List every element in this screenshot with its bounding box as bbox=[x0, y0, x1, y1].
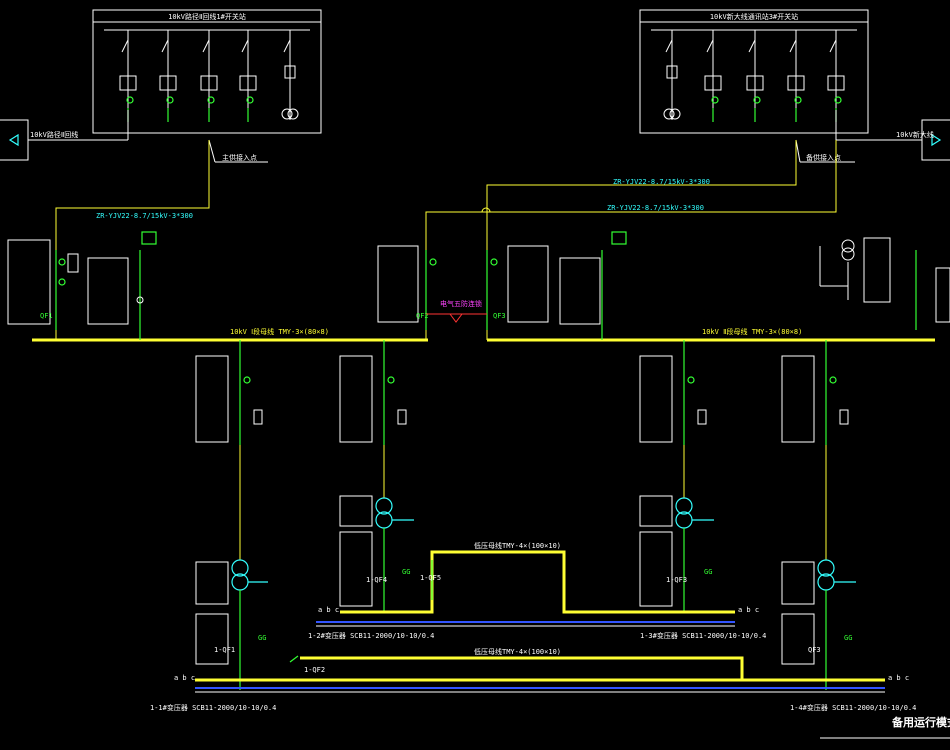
lv-bus-lower: 1-QF2 低压母线TMY-4×(100×10) a b c a b c bbox=[174, 647, 909, 693]
cable-left-label: ZR-YJV22-8.7/15kV-3*300 bbox=[96, 212, 193, 220]
incoming-left-label: 10kV路径Ⅱ回线 bbox=[30, 130, 78, 139]
gc-tag-1: GG bbox=[258, 634, 266, 642]
bus-2-label: 10kV Ⅱ段母线 TMY-3×(80×8) bbox=[702, 327, 802, 336]
incoming-cabinet-left: QF1 bbox=[7, 239, 79, 330]
qf8-tag: 1-QF2 bbox=[304, 666, 325, 674]
access-main: 主供接入点 bbox=[208, 139, 268, 163]
svg-text:a b c: a b c bbox=[738, 606, 759, 614]
transformer-4-label: 1-4#变压器 SCB11-2000/10-10/0.4 bbox=[790, 703, 916, 712]
switchgear-left-feeders bbox=[119, 30, 299, 122]
qf4-tag: 1-QF4 bbox=[366, 576, 387, 584]
qf2-tag: QF2 bbox=[416, 312, 429, 320]
cable-left: ZR-YJV22-8.7/15kV-3*300 bbox=[55, 140, 210, 340]
feeder-1: 1-QF1 GG bbox=[195, 340, 268, 690]
interlock-label: 电气五防连锁 bbox=[440, 299, 482, 308]
cable-right-lower-label: ZR-YJV22-8.7/15kV-3*300 bbox=[607, 204, 704, 212]
switchgear-right-feeders bbox=[663, 30, 845, 122]
incoming-left: 10kV路径Ⅱ回线 bbox=[0, 110, 129, 161]
lv-bus-upper: 1-QF5 低压母线TMY-4×(100×10) a b c a b c bbox=[316, 541, 759, 627]
qf3-tag: QF3 bbox=[493, 312, 506, 320]
incoming-right-label: 10kV新大线 bbox=[896, 130, 934, 139]
switchgear-left-title: 10kV路径Ⅱ回线1#开关站 bbox=[168, 12, 246, 21]
access-backup-label: 备供接入点 bbox=[806, 153, 841, 162]
qf1-tag: QF1 bbox=[40, 312, 53, 320]
switchgear-right-frame: 10kV新大线通讯站3#开关站 bbox=[639, 9, 869, 134]
pt-cabinet-left bbox=[87, 231, 157, 340]
cable-right-top: ZR-YJV22-8.7/15kV-3*300 bbox=[486, 140, 797, 340]
incoming-right: 10kV新大线 bbox=[835, 110, 950, 161]
transformer-1-label: 1-1#变压器 SCB11-2000/10-10/0.4 bbox=[150, 703, 276, 712]
svg-text:a b c: a b c bbox=[174, 674, 195, 682]
svg-text:a b c: a b c bbox=[888, 674, 909, 682]
gc-tag-3: GG bbox=[704, 568, 712, 576]
pt-cabinet-right bbox=[559, 231, 627, 340]
svg-text:a b c: a b c bbox=[318, 606, 339, 614]
cable-right-top-label: ZR-YJV22-8.7/15kV-3*300 bbox=[613, 178, 710, 186]
gc-tag-2: GG bbox=[402, 568, 410, 576]
bus-1-label: 10kV Ⅰ段母线 TMY-3×(80×8) bbox=[230, 327, 329, 336]
bus-2: 10kV Ⅱ段母线 TMY-3×(80×8) bbox=[487, 327, 935, 342]
access-main-label: 主供接入点 bbox=[222, 153, 257, 162]
lv-bus-lower-label: 低压母线TMY-4×(100×10) bbox=[474, 647, 561, 656]
access-backup: 备供接入点 bbox=[795, 139, 855, 163]
lv-bus-upper-label: 低压母线TMY-4×(100×10) bbox=[474, 541, 561, 550]
footer-title: 备用运行模式说明 bbox=[891, 715, 950, 729]
transformer-2-label: 1-2#变压器 SCB11-2000/10-10/0.4 bbox=[308, 631, 434, 640]
center-cabinets: QF2 QF3 电气五防连锁 bbox=[377, 245, 549, 330]
switchgear-left-frame: 10kV路径Ⅱ回线1#开关站 bbox=[92, 9, 322, 134]
qf6-tag: 1-QF3 bbox=[666, 576, 687, 584]
station-transformer-right bbox=[819, 237, 950, 330]
switchgear-right-title: 10kV新大线通讯站3#开关站 bbox=[710, 12, 798, 21]
qf5-tag: 1-QF5 bbox=[420, 574, 441, 582]
qf7-tag: 1-QF1 bbox=[214, 646, 235, 654]
bus-1: 10kV Ⅰ段母线 TMY-3×(80×8) bbox=[32, 327, 428, 342]
feeder-3: 1-QF3 GG bbox=[639, 340, 714, 612]
feeder-2: 1-QF4 GG bbox=[339, 340, 414, 612]
transformer-3-label: 1-3#变压器 SCB11-2000/10-10/0.4 bbox=[640, 631, 766, 640]
gc-tag-4: GG bbox=[844, 634, 852, 642]
footer-frame: 备用运行模式说明 bbox=[820, 715, 950, 739]
qf3b-tag: QF3 bbox=[808, 646, 821, 654]
feeder-4: QF3 GG bbox=[781, 340, 856, 690]
